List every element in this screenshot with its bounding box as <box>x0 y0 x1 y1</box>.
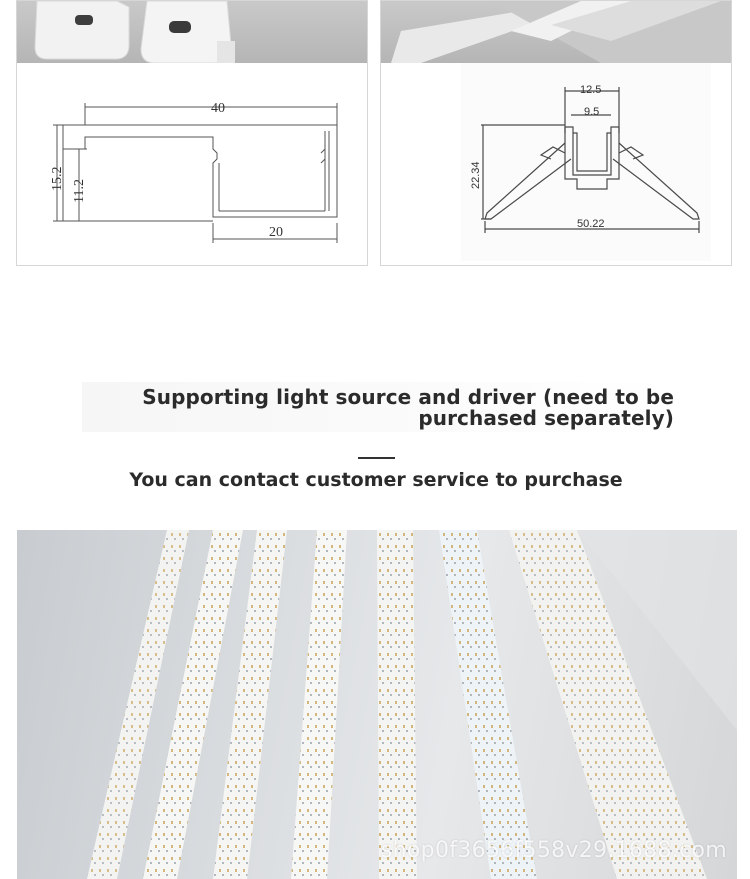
section-heading: Supporting light source and driver (need… <box>142 385 674 430</box>
shop-watermark: shop0f3656f558v29.1688.com <box>380 838 727 863</box>
led-strip-photo: shop0f3656f558v29.1688.com <box>17 530 737 879</box>
dim-height-inner: 11.2 <box>72 179 87 203</box>
dim-inner-width: 9.5 <box>584 106 599 118</box>
heading-divider <box>358 457 395 459</box>
led-strips-illustration <box>87 530 737 879</box>
section-heading-band: Supporting light source and driver (need… <box>82 382 674 432</box>
left-profile-panel: 40 20 15.2 11.2 <box>16 0 368 266</box>
left-dimension-drawing: 40 20 15.2 11.2 <box>50 101 338 243</box>
dim-width-total: 40 <box>211 101 225 116</box>
dim-height-outer: 15.2 <box>50 167 65 192</box>
section-subheading: You can contact customer service to purc… <box>129 469 623 491</box>
left-photo-shapes <box>34 1 235 64</box>
right-dimension-drawing: 12.5 9.5 22.34 50.22 <box>461 63 711 261</box>
right-photo-shapes <box>391 1 731 63</box>
left-product-photo <box>17 1 367 64</box>
right-product-photo <box>381 1 731 63</box>
right-profile-panel: 12.5 9.5 22.34 50.22 <box>380 0 732 266</box>
dim-profile-height: 22.34 <box>470 161 482 189</box>
dim-bottom-width: 50.22 <box>577 218 605 230</box>
dim-width-inner: 20 <box>269 225 283 240</box>
dim-top-width: 12.5 <box>580 84 601 96</box>
